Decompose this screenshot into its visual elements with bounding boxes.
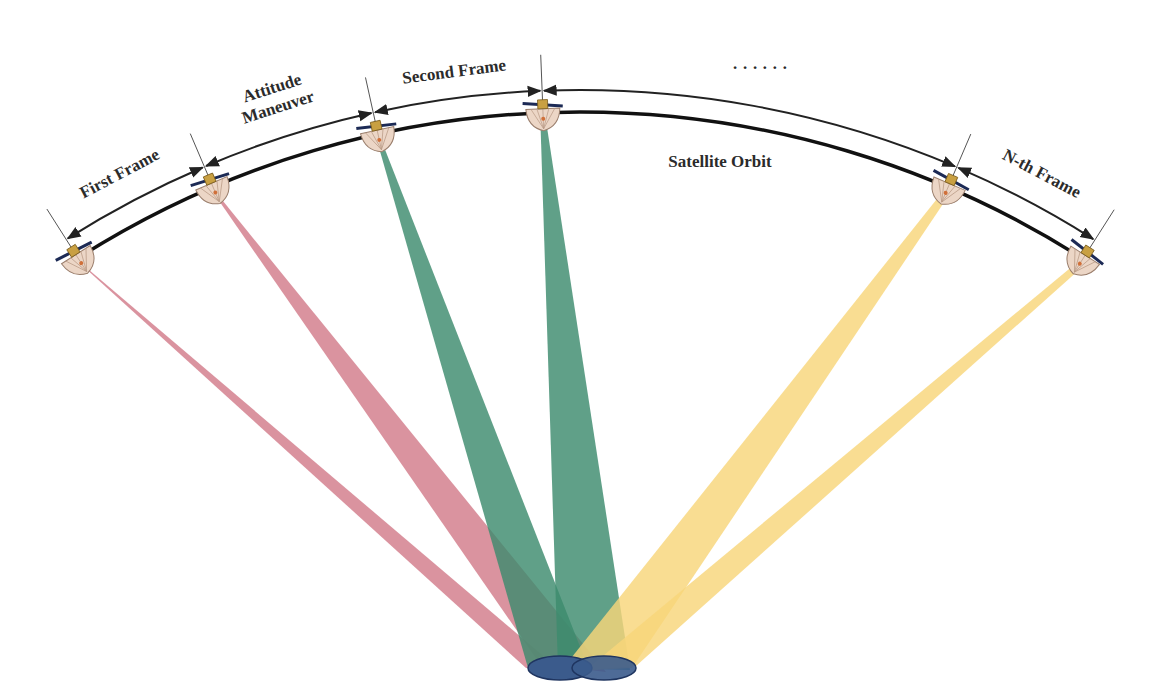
maneuver-label: Attitude Maneuver bbox=[217, 62, 334, 133]
dish-rib bbox=[66, 255, 87, 278]
satellite-icon bbox=[523, 99, 564, 132]
dish-rib bbox=[200, 183, 219, 206]
feed-horn bbox=[541, 117, 545, 121]
antenna-dish bbox=[526, 108, 561, 131]
orbit-label: Satellite Orbit bbox=[668, 152, 771, 172]
satellite-body bbox=[1081, 245, 1094, 258]
feed-horn bbox=[377, 138, 382, 143]
dish-rib bbox=[1074, 255, 1095, 278]
feed-horn bbox=[1077, 261, 1083, 267]
dish-rib bbox=[76, 255, 87, 272]
dish-rib bbox=[377, 130, 381, 150]
dimension-arrow bbox=[206, 113, 371, 166]
satellite-orbit bbox=[78, 112, 1083, 259]
antenna-dish bbox=[361, 126, 399, 155]
frame-label: Second Frame bbox=[401, 56, 507, 89]
target-area bbox=[572, 656, 636, 680]
dish-rib bbox=[76, 251, 92, 271]
dish-rib bbox=[1069, 252, 1085, 272]
dish-rib bbox=[936, 181, 949, 202]
satellite-icon bbox=[1056, 237, 1106, 285]
radar-beam bbox=[586, 263, 1082, 670]
dish-rib bbox=[365, 130, 381, 152]
satellite-icon bbox=[54, 236, 104, 284]
frame-label: First Frame bbox=[77, 145, 163, 203]
ellipsis-label: · · · · · · bbox=[732, 58, 787, 78]
satellite-body bbox=[67, 244, 80, 257]
satellite-body bbox=[370, 120, 382, 131]
satellite-body bbox=[203, 173, 216, 185]
dish-rib bbox=[371, 130, 381, 151]
satellite-icon bbox=[356, 117, 402, 156]
radar-beam bbox=[540, 119, 630, 670]
feed-horn bbox=[213, 190, 218, 195]
feed-horn bbox=[78, 260, 84, 266]
dish-rib bbox=[942, 184, 961, 207]
dish-rib bbox=[211, 181, 224, 202]
dimension-arrow bbox=[375, 91, 540, 112]
satellite-icon bbox=[190, 167, 239, 211]
satellite-icon bbox=[923, 168, 972, 212]
dish-rib bbox=[71, 255, 87, 275]
satellite-body bbox=[945, 173, 958, 185]
dish-rib bbox=[377, 128, 393, 150]
feed-horn bbox=[943, 190, 948, 195]
frame-label: N-th Frame bbox=[999, 146, 1084, 203]
satellite-body bbox=[537, 100, 547, 109]
